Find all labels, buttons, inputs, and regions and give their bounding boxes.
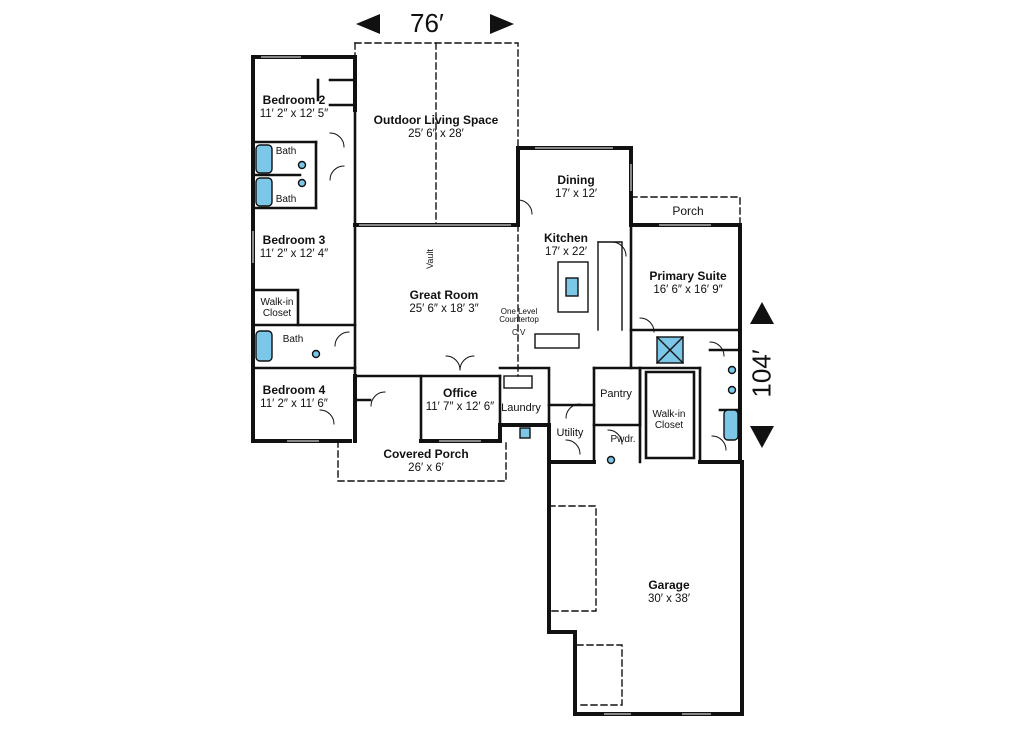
room-pantry: Pantry: [596, 388, 636, 401]
room-bath-c: Bath: [276, 334, 310, 346]
windows: [252, 56, 711, 715]
room-laundry: Laundry: [500, 402, 542, 415]
room-bedroom-4: Bedroom 4 11′ 2″ x 11′ 6″: [256, 383, 332, 411]
room-walkin-closet-b: Walk-in Closet: [648, 409, 690, 431]
room-walkin-closet-a: Walk-in Closet: [256, 297, 298, 319]
room-powder: Pwdr.: [606, 434, 640, 446]
room-size: 16′ 6″ x 16′ 9″: [653, 283, 723, 296]
room-size: 17′ x 22′: [544, 245, 588, 258]
room-name: Utility: [556, 427, 584, 439]
room-porch: Porch: [660, 204, 716, 219]
room-name: Pantry: [600, 388, 632, 400]
room-size: 11′ 2″ x 12′ 5″: [259, 107, 329, 120]
room-name: Primary Suite: [649, 269, 727, 283]
room-bedroom-2: Bedroom 2 11′ 2″ x 12′ 5″: [256, 93, 332, 121]
room-bath-a: Bath: [272, 146, 300, 158]
depth-arrow-down: [750, 426, 774, 448]
room-name: Covered Porch: [383, 447, 469, 461]
countertop-text: One Level Countertop: [499, 307, 539, 325]
room-size: 30′ x 38′: [647, 592, 691, 605]
depth-dimension: 104′: [746, 349, 777, 398]
room-name: Outdoor Living Space: [373, 113, 499, 127]
vault-note: Vault: [424, 249, 435, 269]
room-name: Bath: [282, 334, 304, 345]
depth-arrow-up: [750, 302, 774, 324]
interior-walls: [251, 78, 742, 464]
room-name: Walk-in Closet: [652, 409, 686, 431]
room-name: Bath: [275, 146, 297, 157]
room-name: Office: [442, 386, 477, 400]
room-covered-porch: Covered Porch 26′ x 6′: [370, 447, 482, 475]
room-name: Bath: [275, 194, 297, 205]
room-name: Laundry: [501, 402, 541, 414]
room-name: Pwdr.: [610, 434, 636, 445]
room-name: Great Room: [409, 288, 479, 302]
room-size: 25′ 6″ x 18′ 3″: [409, 302, 479, 315]
room-bedroom-3: Bedroom 3 11′ 2″ x 12′ 4″: [256, 233, 332, 261]
room-name: Walk-in Closet: [260, 297, 294, 319]
room-name: Kitchen: [543, 231, 588, 245]
countertop-note: One Level Countertop: [498, 307, 540, 325]
room-size: 11′ 2″ x 12′ 4″: [259, 247, 329, 260]
room-size: 25′ 6″ x 28′: [408, 127, 464, 140]
cv-marker: C V: [512, 328, 526, 337]
room-name: Garage: [648, 578, 690, 592]
room-bath-b: Bath: [272, 194, 300, 206]
room-size: 26′ x 6′: [408, 461, 444, 474]
room-office: Office 11′ 7″ x 12′ 6″: [424, 386, 496, 414]
width-arrow-left: [356, 14, 380, 34]
room-name: Bedroom 4: [262, 383, 326, 397]
width-dimension: 76′: [410, 8, 444, 38]
room-size: 11′ 7″ x 12′ 6″: [425, 400, 495, 413]
room-great-room: Great Room 25′ 6″ x 18′ 3″: [392, 288, 496, 316]
room-name: Bedroom 2: [262, 93, 326, 107]
room-size: 11′ 2″ x 11′ 6″: [260, 397, 328, 410]
room-outdoor-living: Outdoor Living Space 25′ 6″ x 28′: [370, 113, 502, 141]
fixtures: [255, 144, 739, 465]
room-garage: Garage 30′ x 38′: [626, 578, 712, 606]
room-primary-suite: Primary Suite 16′ 6″ x 16′ 9″: [640, 269, 736, 297]
room-dining: Dining 17′ x 12′: [540, 173, 612, 201]
room-name: Porch: [672, 204, 704, 218]
width-arrow-right: [490, 14, 514, 34]
room-name: Bedroom 3: [262, 233, 326, 247]
room-kitchen: Kitchen 17′ x 22′: [530, 231, 602, 259]
room-utility: Utility: [550, 427, 590, 440]
room-size: 17′ x 12′: [554, 187, 598, 200]
room-name: Dining: [557, 173, 595, 187]
door-swings: [319, 132, 727, 455]
